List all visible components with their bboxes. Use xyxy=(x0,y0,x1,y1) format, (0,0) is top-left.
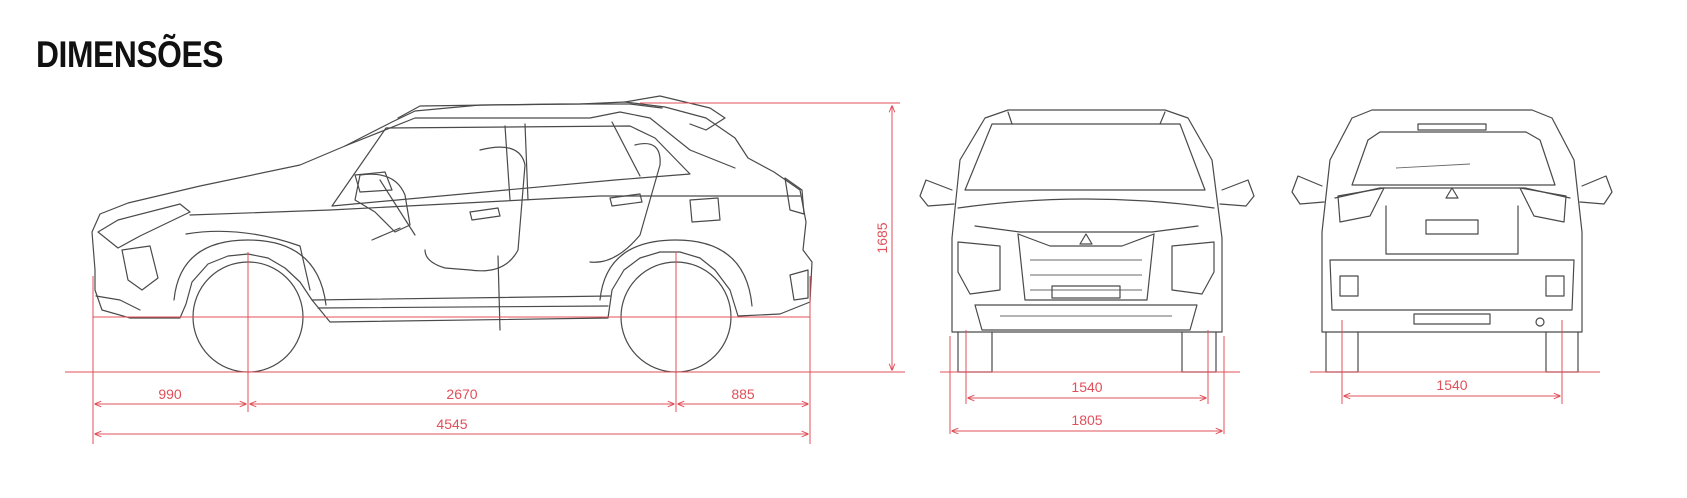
front-track-label: 1540 xyxy=(1071,379,1102,395)
rear-overhang-label: 885 xyxy=(731,386,755,402)
overall-width-label: 1805 xyxy=(1071,412,1102,428)
front-view-dimensions xyxy=(940,330,1240,434)
rear-view-dimensions xyxy=(1310,320,1600,404)
side-view-dimensions xyxy=(65,102,905,444)
overall-length-label: 4545 xyxy=(436,416,467,432)
rear-view-car xyxy=(1291,109,1613,373)
side-view-car xyxy=(72,95,900,373)
height-label: 1685 xyxy=(874,222,890,253)
front-overhang-label: 990 xyxy=(158,386,182,402)
page-title: DIMENSÕES xyxy=(36,34,224,75)
wheelbase-label: 2670 xyxy=(446,386,477,402)
front-view-car xyxy=(919,109,1255,373)
rear-track-label: 1540 xyxy=(1436,377,1467,393)
